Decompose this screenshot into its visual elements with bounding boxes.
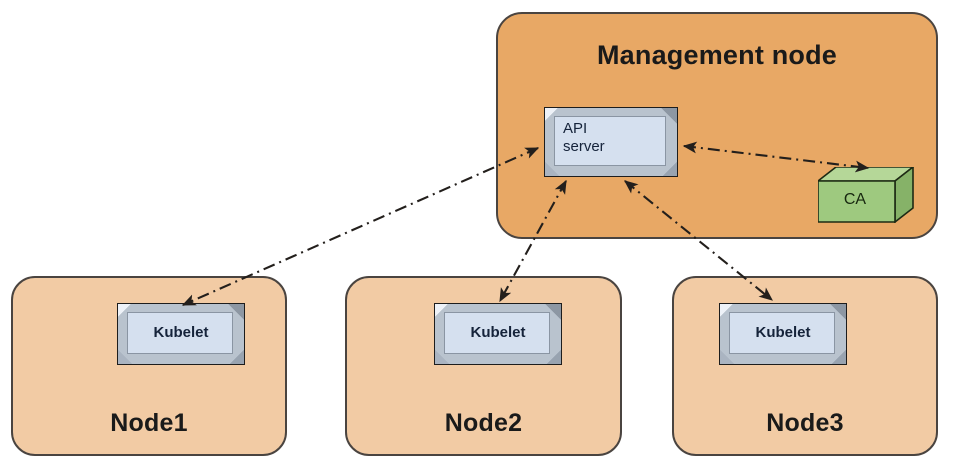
node3-kubelet-label: Kubelet — [755, 324, 811, 341]
node1-kubelet-face — [127, 312, 233, 354]
ca-cube-shape — [815, 165, 916, 224]
api-server-face — [554, 116, 666, 166]
node1-title: Node1 — [110, 409, 188, 437]
node2-title: Node2 — [444, 409, 523, 437]
api-server-label-line2: server — [563, 138, 605, 155]
api-server-label-line1: API — [563, 120, 588, 137]
node3-kubelet-face — [729, 312, 835, 354]
node3-title: Node3 — [766, 409, 844, 437]
management-node-title: Management node — [596, 40, 838, 70]
node2-kubelet-box[interactable]: Kubelet — [434, 303, 562, 365]
node1-kubelet-box[interactable]: Kubelet — [117, 303, 245, 365]
node2-kubelet-face — [444, 312, 550, 354]
ca-cube[interactable]: CA — [815, 165, 916, 224]
node2-kubelet-label: Kubelet — [470, 324, 526, 341]
api-server-box[interactable]: API server — [544, 107, 678, 177]
node1-kubelet-label: Kubelet — [153, 324, 209, 341]
node3-kubelet-box[interactable]: Kubelet — [719, 303, 847, 365]
